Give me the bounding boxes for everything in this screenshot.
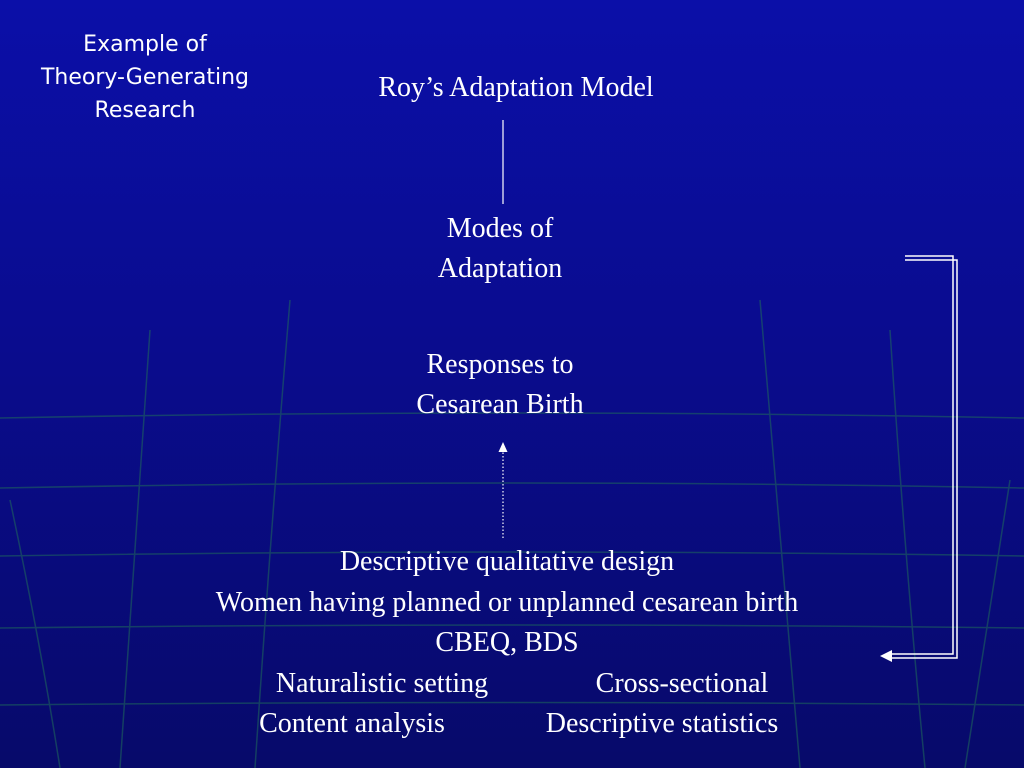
responses-label-line-2: Cesarean Birth <box>416 389 584 420</box>
corner-title-line-3: Research <box>94 98 196 123</box>
responses-node: Responses to Cesarean Birth <box>360 345 640 425</box>
design-setting: Naturalistic setting <box>275 667 489 699</box>
design-row-5: Content analysis Descriptive statistics <box>100 704 914 745</box>
corner-title-line-2: Theory-Generating <box>40 65 250 90</box>
corner-title: Example of Theory-Generating Research <box>0 28 290 127</box>
corner-title-line-1: Example of <box>83 32 207 57</box>
design-arrowhead <box>880 650 892 662</box>
design-row-4: Naturalistic setting Cross-sectional <box>100 664 914 705</box>
responses-label-line-1: Responses to <box>426 349 574 380</box>
design-analysis: Content analysis <box>259 708 445 739</box>
modes-node: Modes of Adaptation <box>380 209 620 289</box>
design-block: Descriptive qualitative design Women hav… <box>100 542 914 745</box>
design-line-1: Descriptive qualitative design <box>339 546 675 577</box>
design-line-2: Women having planned or unplanned cesare… <box>215 586 799 618</box>
modes-label-line-1: Modes of <box>446 213 554 244</box>
responses-arrowhead <box>498 442 508 452</box>
design-timeframe: Cross-sectional <box>595 667 769 699</box>
design-line-3: CBEQ, BDS <box>435 627 579 658</box>
modes-label-line-2: Adaptation <box>437 253 563 284</box>
model-node: Roy’s Adaptation Model <box>330 68 702 108</box>
design-statistics: Descriptive statistics <box>545 708 779 739</box>
model-label: Roy’s Adaptation Model <box>378 72 654 103</box>
right-bracket-connector <box>890 255 958 659</box>
